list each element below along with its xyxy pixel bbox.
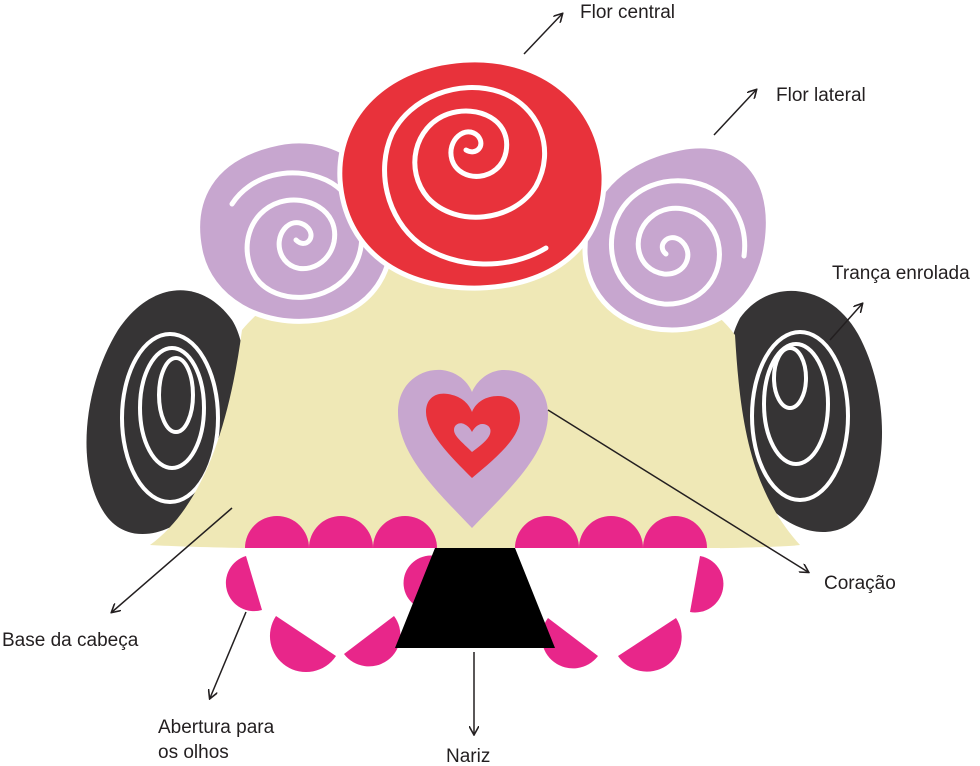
label-coracao: Coração [824, 573, 896, 594]
label-flor-central: Flor central [580, 2, 675, 23]
label-flor-lateral: Flor lateral [776, 85, 866, 106]
heart [398, 369, 548, 528]
braid-right [726, 290, 883, 533]
label-abertura-line1: Abertura para [158, 717, 275, 738]
arrow-base [112, 507, 233, 612]
flower-central [337, 57, 607, 291]
label-nariz: Nariz [446, 746, 490, 766]
arrow-tranca [829, 304, 862, 341]
label-tranca: Trança enrolada [832, 263, 970, 284]
arrow-coracao [547, 409, 808, 572]
braid-left [86, 290, 245, 535]
annotation-arrows [112, 14, 862, 734]
label-base: Base da cabeça [2, 630, 139, 651]
nose [395, 548, 555, 648]
flower-lateral-right [582, 143, 771, 333]
arrow-abertura [210, 611, 247, 698]
label-abertura-line2: os olhos [158, 742, 229, 763]
arrow-flor-central [523, 14, 562, 55]
arrow-flor-lateral [713, 90, 756, 136]
